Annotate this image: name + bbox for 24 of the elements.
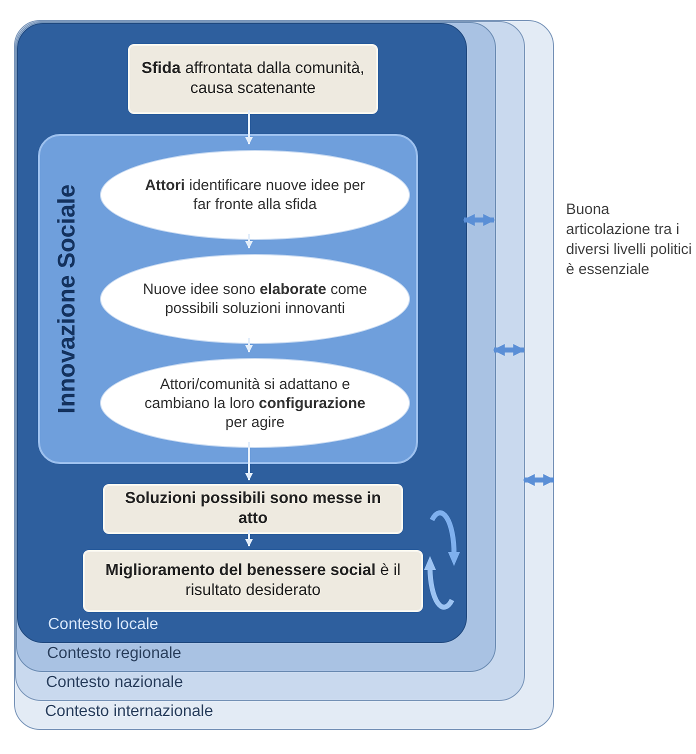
arrow bbox=[245, 338, 253, 353]
step-text: Miglioramento del benessere social è il risultato desiderato bbox=[104, 561, 402, 601]
step-text: Attori identificare nuove idee per far fronte alla sfida bbox=[144, 176, 366, 214]
step-text: Sfida affrontata dalla comunità, causa scatenante bbox=[140, 59, 366, 99]
step-box bbox=[103, 484, 403, 534]
arrow bbox=[245, 530, 253, 547]
step-text: Attori/comunità si adattano e cambiano la loro configurazione per agire bbox=[144, 374, 366, 432]
innovation-panel bbox=[38, 134, 418, 464]
arrow bbox=[492, 344, 526, 356]
step-box bbox=[128, 44, 378, 114]
layer-label: Contesto regionale bbox=[47, 644, 182, 664]
layer-label: Contesto locale bbox=[48, 615, 158, 635]
arrow bbox=[245, 234, 253, 249]
note-text: Buona articolazione tra i diversi livelli politici è essenziale bbox=[566, 200, 692, 280]
arrow bbox=[245, 442, 253, 481]
layer-label: Contesto internazionale bbox=[45, 702, 214, 722]
step-text: Soluzioni possibili sono messe in atto bbox=[124, 489, 382, 529]
arrow bbox=[245, 110, 253, 145]
arrow bbox=[522, 474, 554, 486]
layer-label: Contesto nazionale bbox=[46, 673, 183, 693]
panel-title: Innovazione Sociale bbox=[53, 184, 82, 414]
arrow bbox=[462, 214, 496, 226]
step-box bbox=[83, 550, 423, 612]
step-text: Nuove idee sono elaborate come possibili soluzioni innovanti bbox=[142, 280, 368, 318]
